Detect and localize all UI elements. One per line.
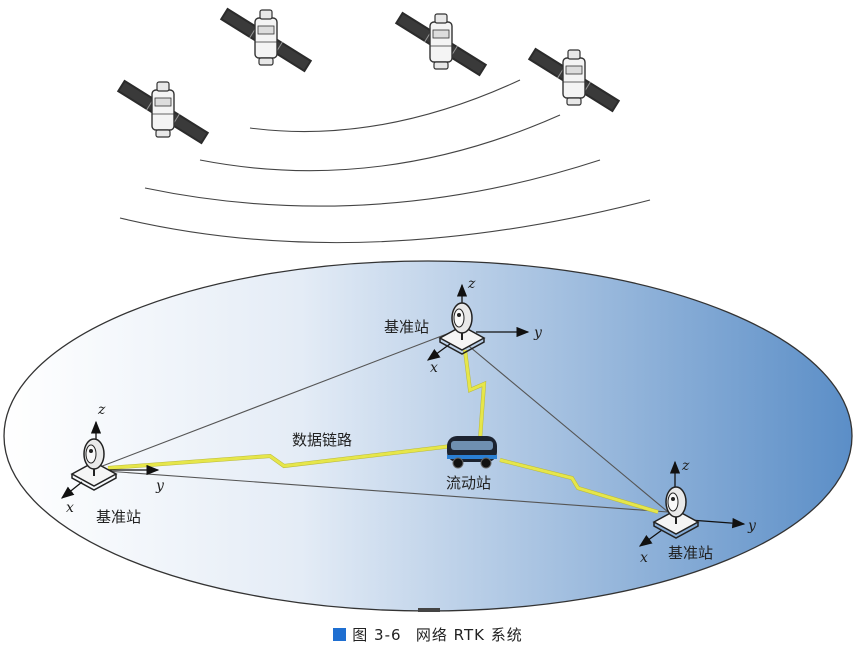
z-axis-label: z	[681, 458, 690, 474]
base-station-label: 基准站	[668, 544, 713, 562]
coverage-area	[3, 260, 853, 612]
satellite-icon	[219, 6, 313, 74]
rover-station-label: 流动站	[446, 474, 491, 492]
signal-arcs	[119, 79, 651, 244]
y-axis-label: y	[533, 325, 543, 341]
base-station-label: 基准站	[384, 318, 429, 336]
caption-title: 网络 RTK 系统	[415, 626, 523, 644]
data-link-lines	[107, 349, 659, 514]
satellite-icon	[527, 46, 621, 114]
base-station-top: z y x 基准站	[384, 276, 543, 376]
figure-caption: 图 3-6 网络 RTK 系统	[0, 624, 856, 645]
data-link-label: 数据链路	[292, 431, 352, 449]
base-station-right: z y x 基准站	[638, 458, 757, 566]
satellite-icon	[116, 78, 210, 146]
base-station-left: z y x 基准站	[60, 402, 165, 526]
x-axis-label: x	[430, 360, 438, 376]
y-axis-label: y	[747, 518, 757, 534]
x-axis-label: x	[66, 500, 74, 516]
satellite-icon	[394, 10, 488, 78]
y-axis-label: y	[155, 478, 165, 494]
baseline-network	[91, 331, 669, 513]
z-axis-label: z	[97, 402, 106, 418]
z-axis-label: z	[467, 276, 476, 292]
base-station-label: 基准站	[96, 508, 141, 526]
caption-number: 图 3-6	[352, 626, 402, 644]
x-axis-label: x	[640, 550, 648, 566]
rover-vehicle-icon	[447, 436, 497, 469]
caption-marker	[333, 628, 347, 641]
